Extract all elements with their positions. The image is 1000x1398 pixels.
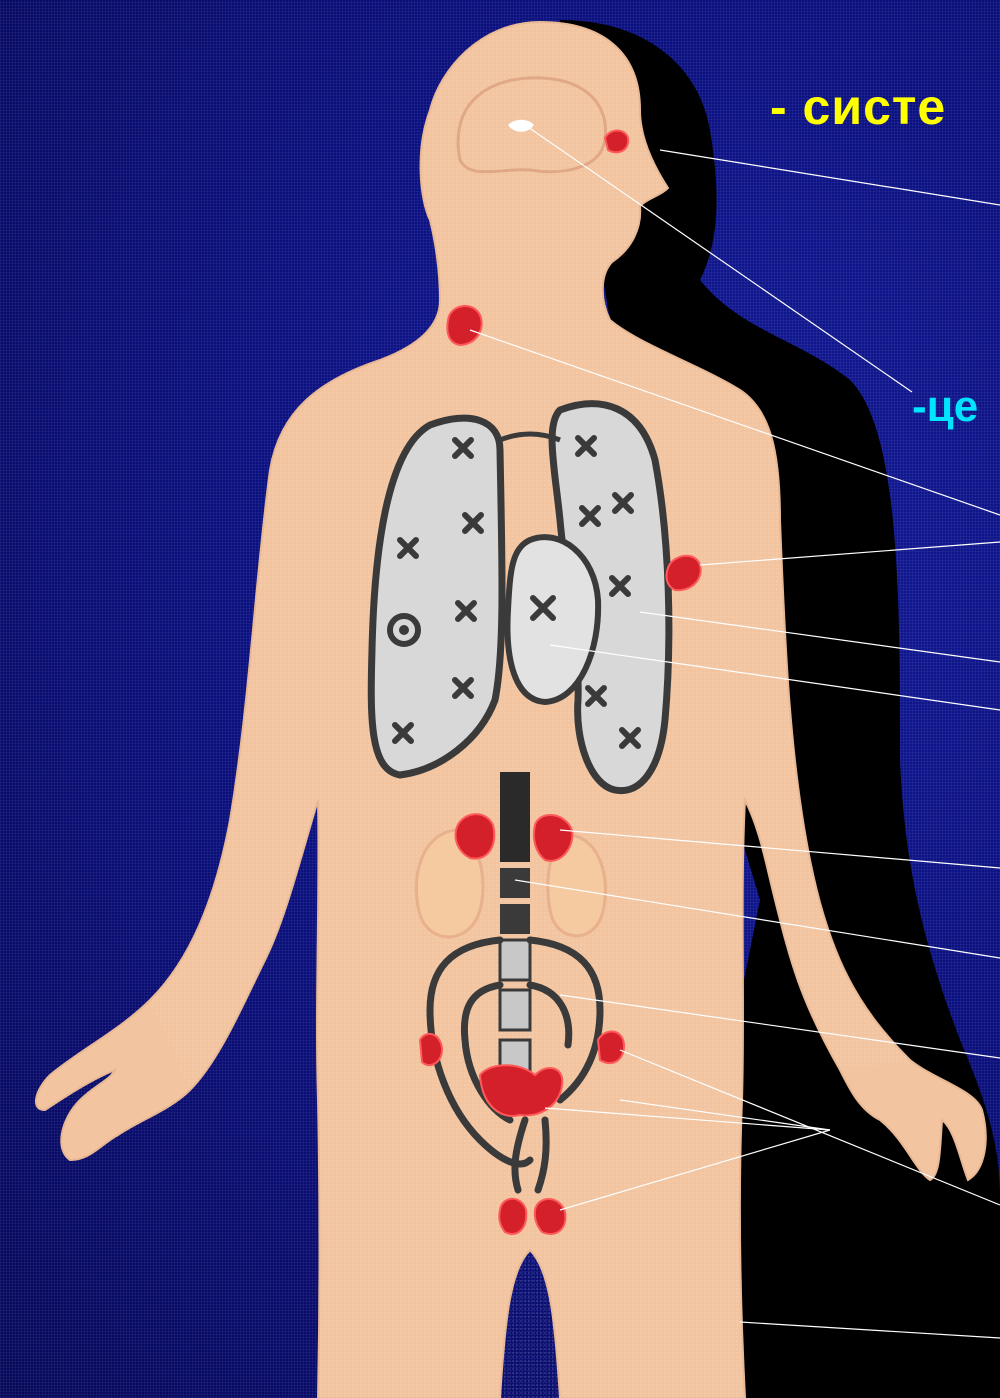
left-testis [499,1199,526,1234]
left-adrenal-gland [456,814,495,858]
left-ovary [420,1034,442,1065]
diagram-title: - систе [770,78,946,136]
pineal-gland [605,131,628,153]
right-testis [535,1199,566,1234]
right-ovary [598,1031,624,1063]
label-center: -це [912,382,978,432]
